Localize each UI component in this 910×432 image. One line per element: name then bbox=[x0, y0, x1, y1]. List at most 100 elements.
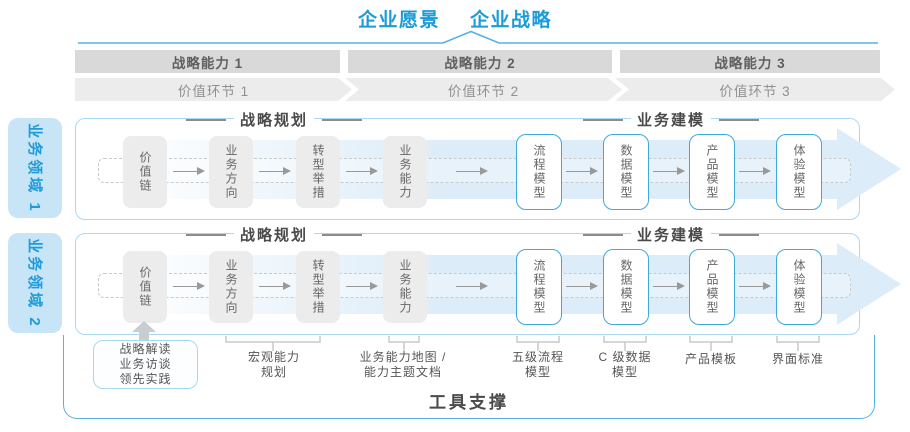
macro-capability-line-1: 宏观能力 bbox=[247, 350, 301, 364]
macro-capability-annotation: 宏观能力 规划 bbox=[248, 350, 300, 380]
tool-support-label: 工具支撑 bbox=[429, 393, 509, 412]
capability-map-annotation: 业务能力地图 / 能力主题文档 bbox=[360, 350, 447, 380]
ui-standard-annotation: 界面标准 bbox=[772, 352, 824, 367]
value-link-3-label: 价值环节 3 bbox=[719, 83, 791, 99]
capability-bar-1-label: 战略能力 1 bbox=[171, 55, 244, 71]
top-title: 企业愿景 企业战略 bbox=[0, 5, 910, 32]
planning-header: 战略规划 bbox=[185, 109, 363, 130]
capability-bar-2-label: 战略能力 2 bbox=[444, 55, 516, 71]
arrow-icon bbox=[259, 166, 291, 175]
node-business-direction: 业务方向 bbox=[209, 251, 253, 323]
node-data-model: 数据模型 bbox=[603, 134, 649, 210]
node-process-model: 流程模型 bbox=[516, 249, 562, 325]
value-link-3: 价值环节 3 bbox=[615, 78, 895, 101]
sources-line-3: 领先实践 bbox=[119, 372, 172, 386]
macro-capability-line-2: 规划 bbox=[260, 365, 288, 379]
capability-map-line-1: 业务能力地图 / bbox=[359, 350, 447, 364]
domain-bar-2-label: 业务领域 2 bbox=[25, 237, 43, 329]
sources-line-2: 业务访谈 bbox=[119, 357, 172, 371]
node-value-chain: 价值链 bbox=[123, 136, 167, 208]
node-product-model: 产品模型 bbox=[689, 249, 735, 325]
process-model-line-2: 模型 bbox=[524, 365, 552, 379]
node-product-model-label: 产品模型 bbox=[705, 259, 719, 315]
node-transformation-initiatives: 转型举措 bbox=[296, 251, 340, 323]
node-experience-model: 体验模型 bbox=[776, 134, 822, 210]
arrow-icon bbox=[653, 281, 685, 290]
domain-bar-1: 业务领域 1 bbox=[8, 118, 62, 218]
node-transformation-initiatives-label: 转型举措 bbox=[311, 144, 325, 200]
data-model-annotation: C 级数据 模型 bbox=[598, 350, 651, 380]
node-process-model: 流程模型 bbox=[516, 134, 562, 210]
sources-line-1: 战略解读 bbox=[119, 342, 172, 356]
node-product-model: 产品模型 bbox=[689, 134, 735, 210]
node-business-capability: 业务能力 bbox=[383, 251, 427, 323]
header-dash-icon bbox=[719, 118, 760, 121]
node-business-capability-label: 业务能力 bbox=[398, 144, 412, 200]
node-business-capability: 业务能力 bbox=[383, 136, 427, 208]
node-data-model-label: 数据模型 bbox=[619, 259, 633, 315]
product-template-label: 产品模板 bbox=[684, 352, 738, 366]
arrow-icon bbox=[173, 166, 205, 175]
arrow-icon bbox=[566, 166, 598, 175]
value-link-2-label: 价值环节 2 bbox=[447, 83, 520, 99]
domain-bar-2: 业务领域 2 bbox=[8, 233, 62, 333]
vision-title: 企业愿景 bbox=[357, 10, 440, 31]
node-business-capability-label: 业务能力 bbox=[398, 259, 412, 315]
node-process-model-label: 流程模型 bbox=[532, 144, 546, 200]
capability-bar-1: 战略能力 1 bbox=[75, 50, 340, 73]
arrow-icon bbox=[653, 166, 685, 175]
business-domain-row-1: 价值链 业务方向 转型举措 业务能力 流程模型 数据模型 产品模型 体验模型 战… bbox=[75, 109, 901, 220]
flow-arrow-head-icon bbox=[837, 128, 901, 210]
header-dash-icon bbox=[185, 118, 226, 121]
capability-bar-2: 战略能力 2 bbox=[348, 50, 612, 73]
header-dash-icon bbox=[322, 233, 363, 236]
process-model-line-1: 五级流程 bbox=[511, 350, 565, 364]
capability-map-line-2: 能力主题文档 bbox=[363, 365, 443, 379]
modeling-header-label: 业务建模 bbox=[630, 109, 712, 130]
node-value-chain-label: 价值链 bbox=[138, 266, 152, 308]
node-process-model-label: 流程模型 bbox=[532, 259, 546, 315]
value-link-2: 价值环节 2 bbox=[345, 78, 622, 101]
node-experience-model: 体验模型 bbox=[776, 249, 822, 325]
node-experience-model-label: 体验模型 bbox=[792, 144, 806, 200]
arrow-icon bbox=[456, 166, 488, 175]
node-business-direction-label: 业务方向 bbox=[224, 259, 238, 315]
process-model-annotation: 五级流程 模型 bbox=[512, 350, 564, 380]
value-link-1: 价值环节 1 bbox=[75, 78, 352, 101]
strategy-title: 企业战略 bbox=[470, 10, 553, 31]
tool-support-container bbox=[63, 335, 875, 419]
planning-header-label: 战略规划 bbox=[233, 109, 315, 130]
arrow-icon bbox=[346, 166, 378, 175]
arrow-icon bbox=[346, 281, 378, 290]
header-dash-icon bbox=[322, 118, 363, 121]
arrow-icon bbox=[739, 166, 771, 175]
node-value-chain-label: 价值链 bbox=[138, 151, 152, 193]
product-template-annotation: 产品模板 bbox=[685, 352, 737, 367]
flow-arrow-head-icon bbox=[837, 243, 901, 325]
arrow-icon bbox=[173, 281, 205, 290]
node-transformation-initiatives: 转型举措 bbox=[296, 136, 340, 208]
node-business-direction-label: 业务方向 bbox=[224, 144, 238, 200]
node-value-chain: 价值链 bbox=[123, 251, 167, 323]
value-link-1-label: 价值环节 1 bbox=[177, 83, 250, 99]
domain-bar-1-label: 业务领域 1 bbox=[25, 122, 43, 214]
node-experience-model-label: 体验模型 bbox=[792, 259, 806, 315]
header-dash-icon bbox=[185, 233, 226, 236]
node-data-model-label: 数据模型 bbox=[619, 144, 633, 200]
node-transformation-initiatives-label: 转型举措 bbox=[311, 259, 325, 315]
header-dash-icon bbox=[582, 233, 623, 236]
planning-header-label: 战略规划 bbox=[233, 224, 315, 245]
node-data-model: 数据模型 bbox=[603, 249, 649, 325]
sources-annotation-box: 战略解读 业务访谈 领先实践 bbox=[93, 340, 198, 389]
header-dash-icon bbox=[582, 118, 623, 121]
arrow-icon bbox=[259, 281, 291, 290]
arrow-icon bbox=[566, 281, 598, 290]
header-dash-icon bbox=[719, 233, 760, 236]
vision-peak-line bbox=[78, 30, 878, 44]
node-business-direction: 业务方向 bbox=[209, 136, 253, 208]
arrow-icon bbox=[456, 281, 488, 290]
data-model-line-1: C 级数据 bbox=[598, 350, 652, 364]
modeling-header: 业务建模 bbox=[582, 109, 760, 130]
modeling-header-label: 业务建模 bbox=[630, 224, 712, 245]
